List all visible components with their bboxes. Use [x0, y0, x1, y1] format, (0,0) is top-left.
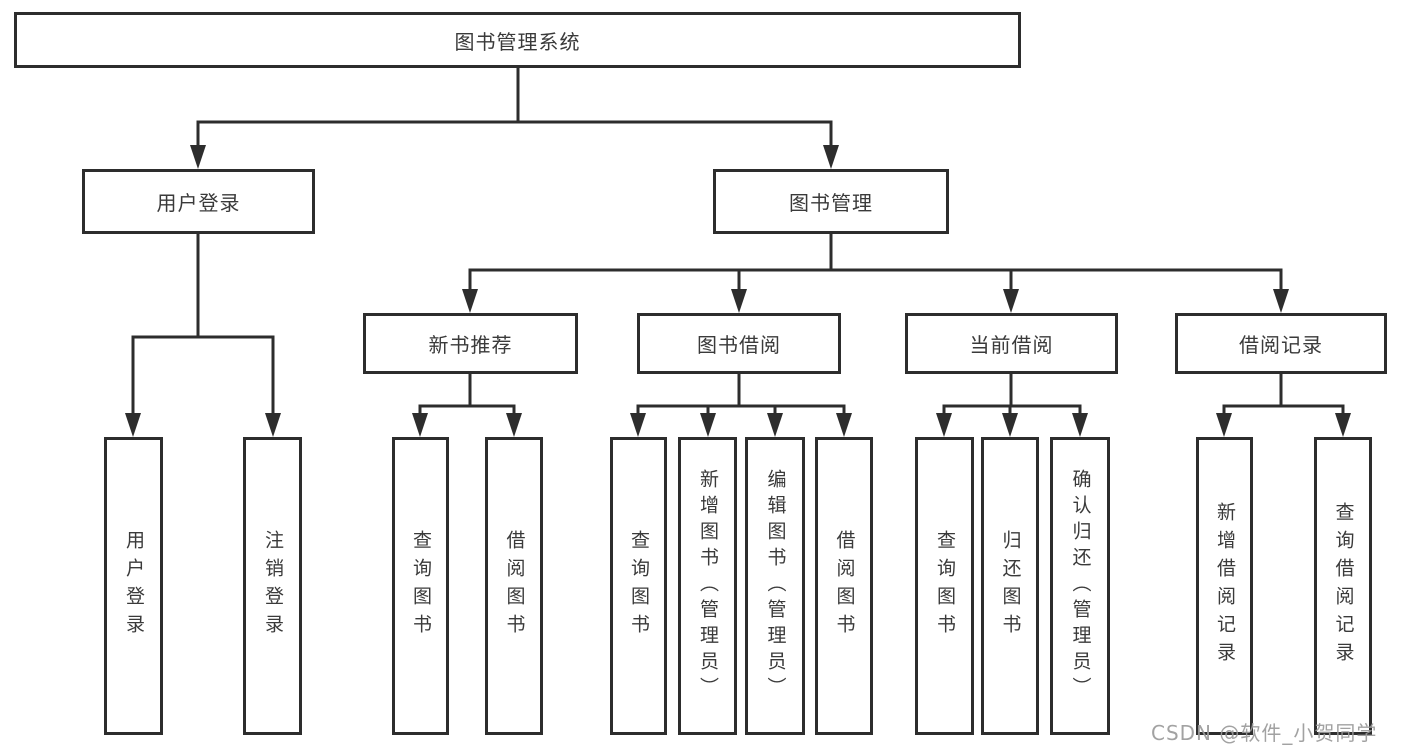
leaf-return-books: 归还图书	[981, 437, 1039, 735]
leaf-edit-books-admin: 编辑图书（管理员）	[745, 437, 805, 735]
leaf-confirm-return-admin: 确认归还（管理员）	[1050, 437, 1110, 735]
leaf-query-borrow-record: 查询借阅记录	[1314, 437, 1372, 735]
node-new-book-recommend: 新书推荐	[363, 313, 578, 374]
leaf-query-books-current: 查询图书	[915, 437, 974, 735]
leaf-logout: 注销登录	[243, 437, 302, 735]
leaf-borrow-books-recommend: 借阅图书	[485, 437, 543, 735]
node-book-management: 图书管理	[713, 169, 949, 234]
leaf-query-books-borrow: 查询图书	[610, 437, 667, 735]
node-root: 图书管理系统	[14, 12, 1021, 68]
node-current-borrow: 当前借阅	[905, 313, 1118, 374]
leaf-borrow-books: 借阅图书	[815, 437, 873, 735]
leaf-query-books-recommend: 查询图书	[392, 437, 449, 735]
leaf-user-login: 用户登录	[104, 437, 163, 735]
node-borrow-records: 借阅记录	[1175, 313, 1387, 374]
node-book-borrow: 图书借阅	[637, 313, 841, 374]
leaf-add-borrow-record: 新增借阅记录	[1196, 437, 1253, 735]
leaf-add-books-admin: 新增图书（管理员）	[678, 437, 737, 735]
node-user-login: 用户登录	[82, 169, 315, 234]
